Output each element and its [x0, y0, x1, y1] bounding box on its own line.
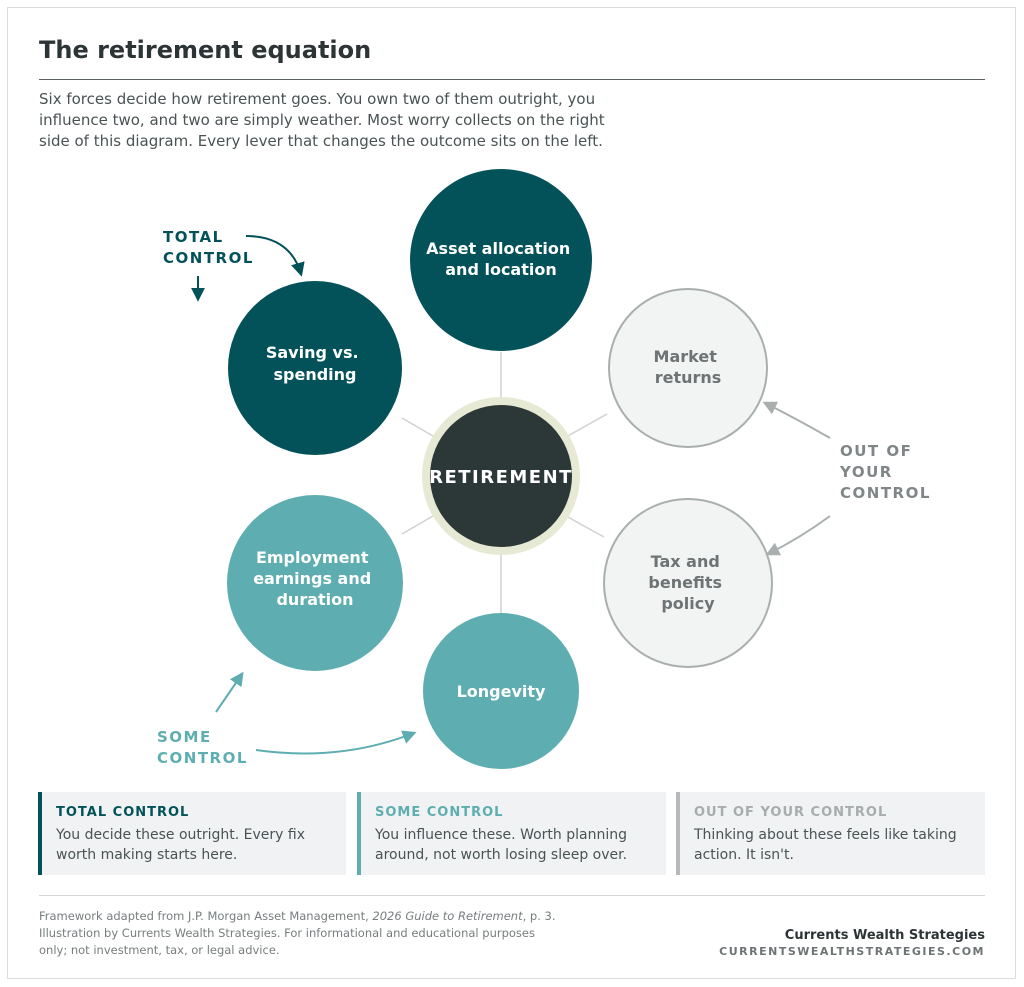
label-total-line-1: TOTAL: [163, 228, 224, 246]
footer-divider: [39, 895, 985, 896]
svg-text:Saving vs. spending: Saving vs. spending: [266, 343, 364, 384]
legend-card-total-text: You decide these outright. Every fix wor…: [56, 827, 306, 863]
node-longevity: Longevity: [423, 613, 579, 769]
page-title: The retirement equation: [39, 36, 372, 64]
label-out-line-1: OUT OF: [840, 442, 912, 460]
legend-card-total-caption: TOTAL CONTROL: [56, 805, 190, 820]
legend-card-out-of-control: OUT OF YOUR CONTROL Thinking about these…: [676, 792, 985, 875]
node-market-line-2: returns: [655, 368, 722, 387]
connector-tax: [565, 515, 605, 538]
node-employment-line-1: Employment: [256, 548, 369, 567]
svg-text:Asset allocation and loc: Asset allocation and location: [426, 239, 576, 279]
legend-card-some-caption: SOME CONTROL: [375, 805, 504, 820]
node-market-line-1: Market: [654, 347, 718, 366]
node-saving-line-2: spending: [274, 365, 357, 384]
node-tax-and-benefits-policy: Tax and benefits policy: [603, 498, 773, 668]
node-employment-line-3: duration: [276, 590, 353, 609]
legend-card-total-control: TOTAL CONTROL You decide these outright.…: [38, 792, 346, 875]
arrow-out-to-market: [762, 401, 831, 439]
brand-url: CURRENTSWEALTHSTRATEGIES.COM: [719, 945, 985, 958]
label-total-line-2: CONTROL: [163, 249, 254, 267]
connector-market: [565, 413, 608, 438]
legend-card-some-text: You influence these. Worth planning arou…: [375, 827, 628, 863]
connector-employment: [401, 515, 434, 535]
node-asset-line-2: and location: [445, 260, 556, 279]
arrow-some-to-longevity: [255, 730, 417, 755]
brand-name: Currents Wealth Strategies: [784, 928, 985, 943]
center-circle: [430, 405, 572, 547]
label-out-line-2: YOUR: [839, 463, 893, 481]
node-saving-line-1: Saving vs.: [266, 343, 359, 362]
node-market-returns: Market returns: [608, 288, 768, 448]
footer-source-prefix: Framework adapted from J.P. Morgan Asset…: [39, 909, 373, 923]
footer-note: Framework adapted from J.P. Morgan Asset…: [39, 908, 559, 959]
brand-block: Currents Wealth Strategies CURRENTSWEALT…: [719, 928, 985, 958]
label-total-control: TOTAL CONTROL: [163, 228, 254, 267]
connector-saving: [401, 417, 434, 437]
node-asset-allocation: Asset allocation and location: [410, 169, 592, 351]
node-asset-line-1: Asset allocation: [426, 239, 570, 258]
node-tax-line-1: Tax and: [651, 552, 720, 571]
node-tax-line-3: policy: [661, 594, 715, 613]
node-employment-earnings: Employment earnings and duration: [227, 495, 403, 671]
node-longevity-line-1: Longevity: [457, 682, 546, 701]
node-saving-vs-spending: Saving vs. spending: [228, 281, 402, 455]
connector-lines: [401, 352, 608, 614]
label-some-line-1: SOME: [157, 728, 212, 746]
label-out-of-control: OUT OF YOUR CONTROL: [839, 442, 931, 502]
svg-text:Longevity: Longevity: [457, 682, 546, 701]
label-some-control: SOME CONTROL: [157, 728, 248, 767]
svg-text:Market returns: Market returns: [654, 347, 723, 387]
center-label: RETIREMENT: [429, 467, 573, 488]
intro-text: Six forces decide how retirement goes. Y…: [39, 90, 605, 150]
arrow-some-to-employment: [215, 671, 244, 713]
svg-text:Tax and benefits p: Tax and benefits policy: [648, 552, 727, 613]
svg-text:Employment earnings and: Employment earnings and duration: [253, 548, 377, 609]
label-some-line-2: CONTROL: [157, 749, 248, 767]
arrow-out-to-tax: [765, 515, 831, 556]
label-out-line-3: CONTROL: [840, 484, 931, 502]
node-employment-line-2: earnings and: [253, 569, 371, 588]
title-divider: [39, 79, 985, 80]
legend-card-some-control: SOME CONTROL You influence these. Worth …: [357, 792, 666, 875]
legend-card-out-text: Thinking about these feels like taking a…: [694, 827, 957, 863]
footer-credit: Illustration by Currents Wealth Strategi…: [39, 926, 535, 957]
footer-source-suffix: , p. 3.: [522, 909, 556, 923]
node-tax-line-2: benefits: [648, 573, 722, 592]
footer-source-title: 2026 Guide to Retirement: [372, 909, 523, 923]
arrow-total-to-saving: [245, 235, 305, 277]
legend-card-out-caption: OUT OF YOUR CONTROL: [694, 805, 888, 820]
